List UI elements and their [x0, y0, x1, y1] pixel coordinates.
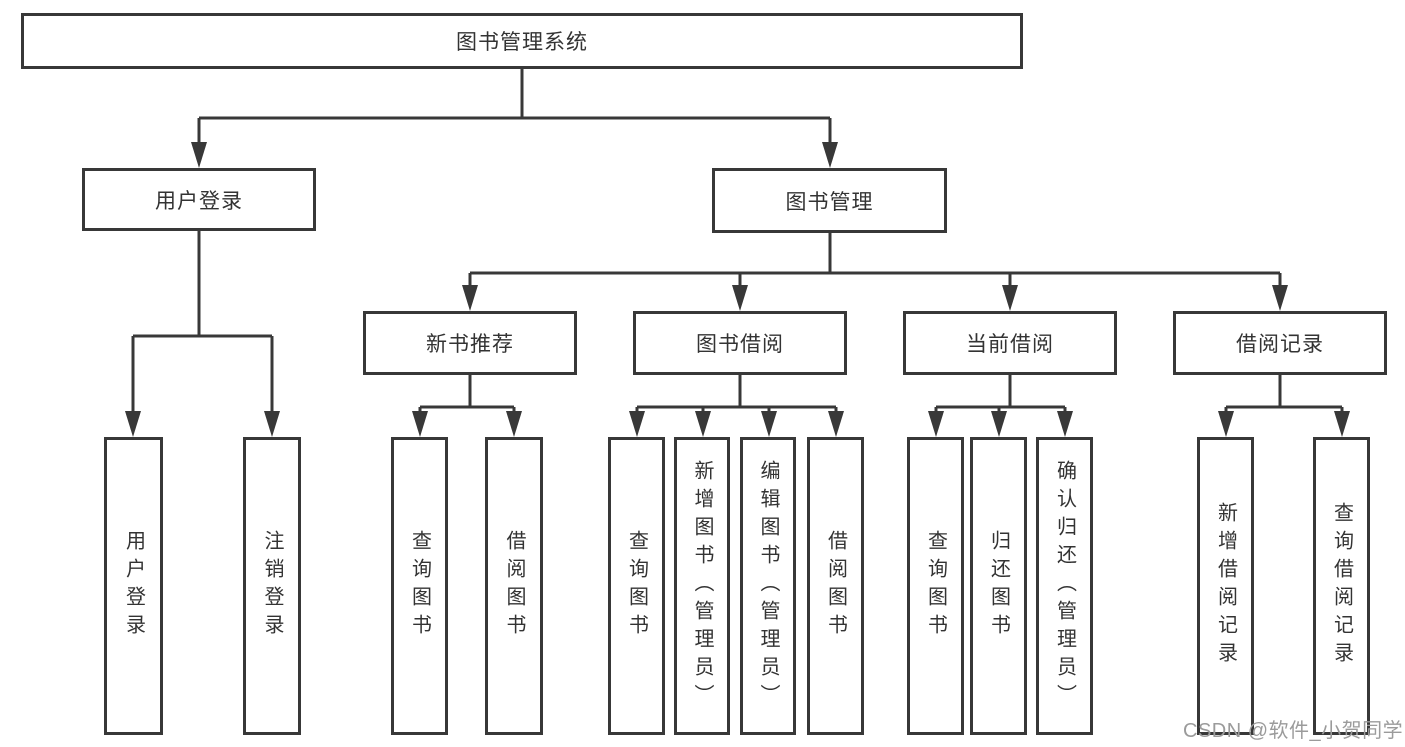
node-label: 用户登录 — [155, 189, 243, 213]
node-label: 图书管理 — [785, 190, 874, 214]
connector-current-to-leaves — [928, 375, 1073, 437]
arrowhead-user-login — [191, 142, 207, 168]
arrowhead-leaf-logout — [264, 411, 280, 437]
arrowhead-nr-borrow — [506, 411, 522, 437]
arrowhead-br-query — [1334, 411, 1350, 437]
arrowhead-cb-query — [928, 411, 944, 437]
arrowhead-borrow — [732, 285, 748, 311]
leaf-borrow-books: 借阅图书 — [807, 437, 864, 735]
node-borrow-records: 借阅记录 — [1173, 311, 1387, 375]
leaf-label: 归还图书 — [987, 530, 1010, 642]
node-label: 图书管理系统 — [456, 31, 588, 54]
arrowhead-cb-return — [991, 411, 1007, 437]
node-label: 借阅记录 — [1236, 333, 1324, 356]
connector-records-to-leaves — [1218, 375, 1350, 437]
connector-user-login-to-leaves — [125, 231, 280, 437]
arrowhead-bb-edit — [761, 411, 777, 437]
leaf-user-login: 用户登录 — [104, 437, 163, 735]
node-book-borrow: 图书借阅 — [633, 311, 847, 375]
leaf-label: 用户登录 — [122, 530, 145, 642]
leaf-query-borrow-record: 查询借阅记录 — [1313, 437, 1370, 735]
arrowhead-current — [1002, 285, 1018, 311]
arrowhead-leaf-login — [125, 411, 141, 437]
leaf-label: 新增图书（管理员） — [691, 460, 713, 712]
arrowhead-bb-borrow — [828, 411, 844, 437]
arrowhead-nr-query — [412, 411, 428, 437]
leaf-label: 查询图书 — [924, 530, 947, 642]
leaf-borrow-books: 借阅图书 — [485, 437, 543, 735]
leaf-label: 查询图书 — [625, 530, 648, 642]
node-book-management: 图书管理 — [712, 168, 947, 233]
connector-book-mgmt-to-level3 — [462, 233, 1288, 311]
leaf-query-books: 查询图书 — [391, 437, 448, 735]
leaf-label: 新增借阅记录 — [1214, 502, 1237, 670]
arrowhead-bb-add — [695, 411, 711, 437]
leaf-query-books: 查询图书 — [907, 437, 964, 735]
node-root-library-system: 图书管理系统 — [21, 13, 1023, 69]
arrowhead-new-rec — [462, 285, 478, 311]
leaf-logout: 注销登录 — [243, 437, 301, 735]
leaf-label: 查询借阅记录 — [1330, 502, 1353, 670]
leaf-add-borrow-record: 新增借阅记录 — [1197, 437, 1254, 735]
connector-new-rec-to-leaves — [412, 375, 522, 437]
node-label: 新书推荐 — [426, 333, 514, 356]
node-new-book-recommend: 新书推荐 — [363, 311, 577, 375]
leaf-label: 编辑图书（管理员） — [757, 460, 779, 712]
leaf-query-books: 查询图书 — [608, 437, 665, 735]
arrowhead-bb-query — [629, 411, 645, 437]
connector-borrow-to-leaves — [629, 375, 844, 437]
leaf-label: 注销登录 — [261, 530, 283, 642]
leaf-label: 借阅图书 — [824, 530, 847, 642]
node-current-borrow: 当前借阅 — [903, 311, 1117, 375]
leaf-add-books-admin: 新增图书（管理员） — [674, 437, 730, 735]
arrowhead-records — [1272, 285, 1288, 311]
leaf-label: 确认归还（管理员） — [1053, 460, 1076, 712]
arrowhead-cb-confirm — [1057, 411, 1073, 437]
node-user-login: 用户登录 — [82, 168, 316, 231]
leaf-return-books: 归还图书 — [970, 437, 1027, 735]
node-label: 图书借阅 — [696, 333, 784, 356]
leaf-edit-books-admin: 编辑图书（管理员） — [740, 437, 796, 735]
csdn-watermark: CSDN @软件_小贺同学 — [1183, 720, 1404, 742]
arrowhead-br-add — [1218, 411, 1234, 437]
connector-root-to-level2 — [191, 69, 838, 168]
node-label: 当前借阅 — [966, 333, 1054, 356]
leaf-label: 借阅图书 — [503, 530, 525, 642]
arrowhead-book-mgmt — [822, 142, 838, 168]
leaf-label: 查询图书 — [408, 530, 431, 642]
leaf-confirm-return-admin: 确认归还（管理员） — [1036, 437, 1093, 735]
